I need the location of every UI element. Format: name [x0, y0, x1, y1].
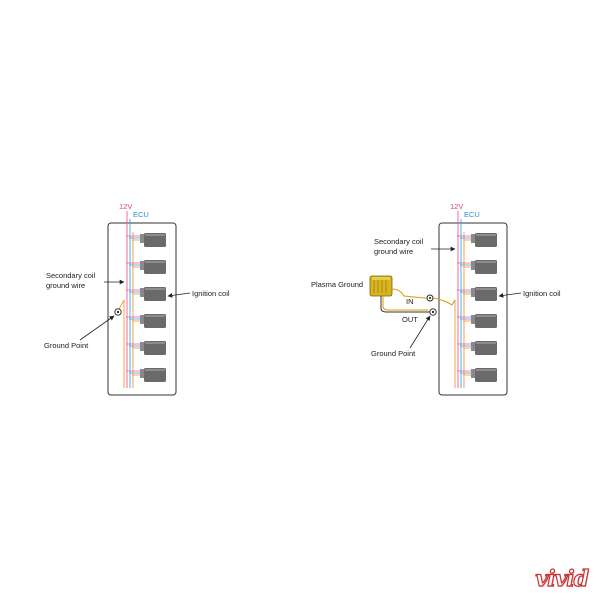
- left-ignition-coil-arrow: [167, 292, 191, 298]
- plasma-ground-label: Plasma Ground: [311, 280, 363, 289]
- left-secondary-coil-label-1: Secondary coil: [46, 271, 96, 280]
- right-ground-point-center: [431, 310, 435, 314]
- right-ignition-coil-1: [457, 233, 497, 247]
- plasma-out-yellow: [382, 296, 428, 311]
- left-ground-point-label: Ground Point: [44, 341, 89, 350]
- left-diagram: 12V ECU Secondary coil ground wire Ignit…: [44, 202, 230, 396]
- right-ignition-coil-3: [457, 287, 497, 301]
- left-ground-point-arrow: [79, 315, 115, 341]
- left-ignition-coil-5: [126, 341, 166, 355]
- plasma-in-wire-link: [432, 297, 456, 306]
- right-diagram: 12V ECU Plasma Ground IN OUT Second: [311, 202, 561, 396]
- left-12v-label: 12V: [119, 202, 132, 211]
- right-secondary-coil-label-1: Secondary coil: [374, 237, 424, 246]
- left-ignition-coil-label: Ignition coil: [192, 289, 230, 298]
- left-ecu-label: ECU: [133, 210, 149, 219]
- left-ignition-coil-2: [126, 260, 166, 274]
- right-ignition-coil-5: [457, 341, 497, 355]
- right-ground-point-label: Ground Point: [371, 349, 416, 358]
- plasma-out-label: OUT: [402, 315, 418, 324]
- left-coil-stack: [126, 233, 166, 382]
- right-12v-label: 12V: [450, 202, 463, 211]
- right-ignition-coil-4: [457, 314, 497, 328]
- right-ignition-coil-6: [457, 368, 497, 382]
- left-ignition-coil-3: [126, 287, 166, 301]
- left-ignition-coil-1: [126, 233, 166, 247]
- plasma-in-label: IN: [406, 297, 414, 306]
- right-ignition-coil-arrow: [498, 292, 522, 298]
- left-ignition-coil-6: [126, 368, 166, 382]
- right-ground-point-arrow: [409, 315, 431, 349]
- plasma-ground-module: [369, 275, 393, 297]
- left-ignition-coil-4: [126, 314, 166, 328]
- right-ignition-coil-label: Ignition coil: [523, 289, 561, 298]
- vividracing-logo: vivid: [535, 565, 590, 592]
- left-ground-point-center: [116, 310, 120, 314]
- right-ecu-label: ECU: [464, 210, 480, 219]
- plasma-out-wire: [380, 296, 430, 313]
- right-ignition-coil-2: [457, 260, 497, 274]
- right-coil-stack: [457, 233, 497, 382]
- plasma-in-terminal-center: [429, 297, 431, 299]
- left-secondary-coil-label-2: ground wire: [46, 281, 85, 290]
- right-secondary-coil-label-2: ground wire: [374, 247, 413, 256]
